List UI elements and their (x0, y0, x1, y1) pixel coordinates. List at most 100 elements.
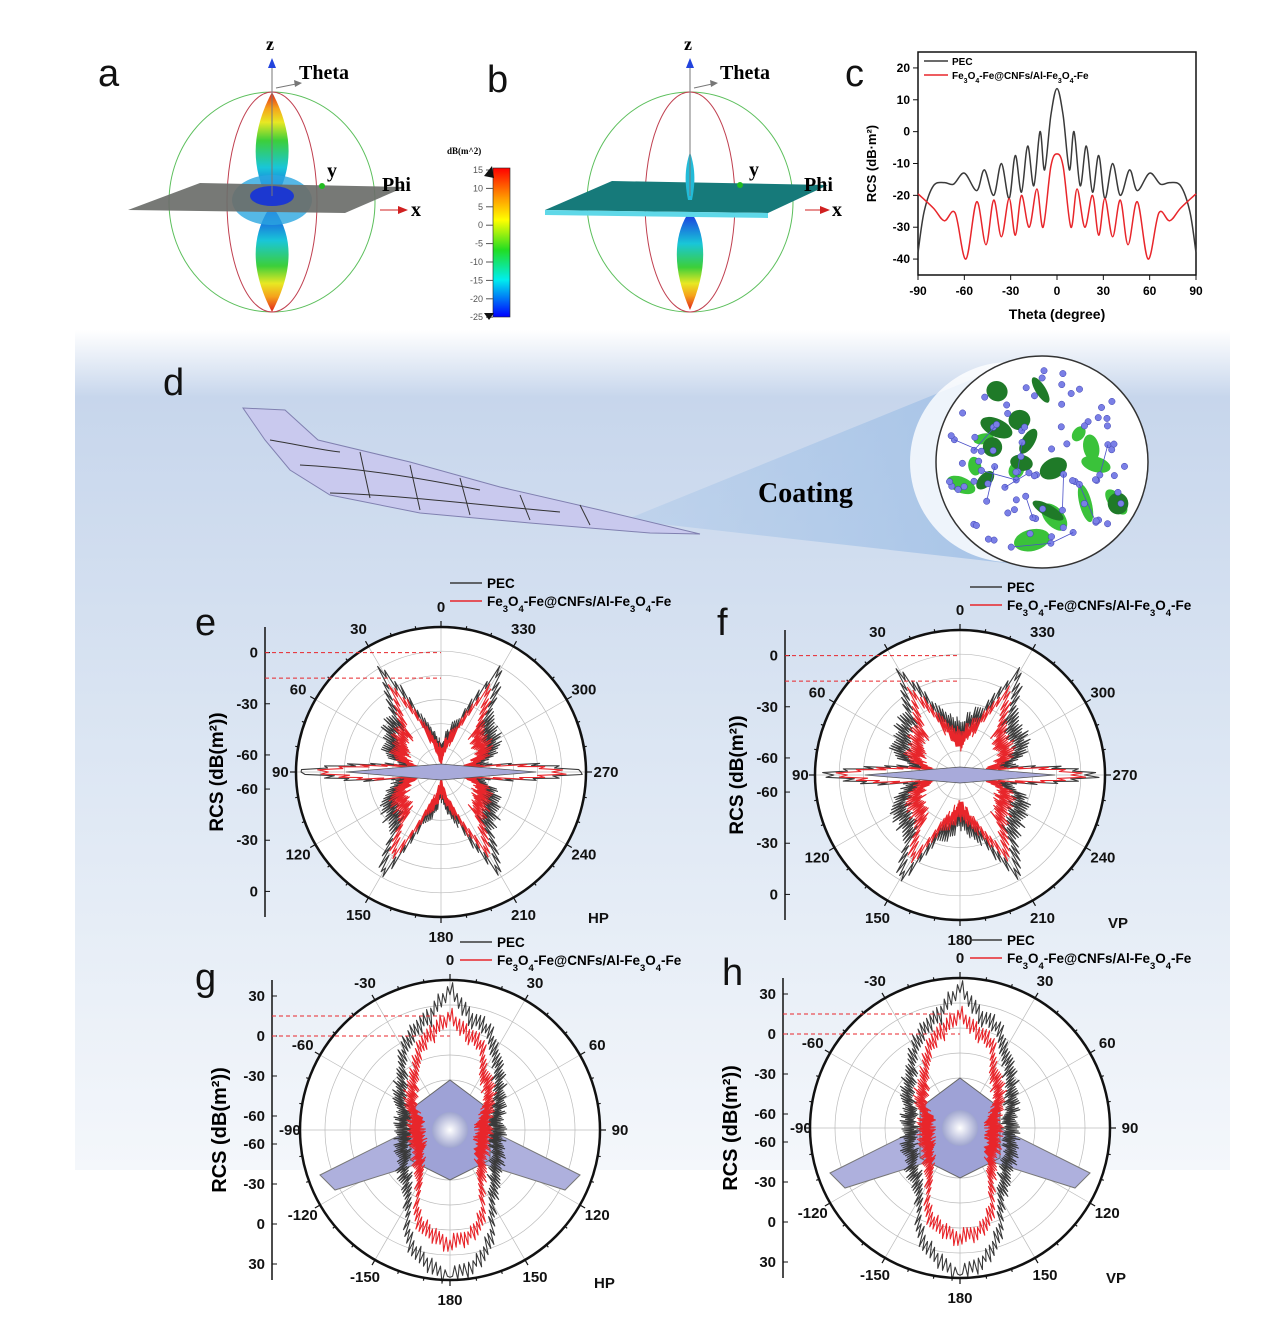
x-arrow-icon (820, 206, 830, 214)
nanoparticle (1096, 471, 1104, 479)
nanoparticle (971, 433, 979, 441)
colorbar-tick-label: 10 (473, 183, 483, 193)
radial-tick-label: 0 (250, 883, 258, 900)
angle-tick (579, 1204, 586, 1209)
nanoparticle (981, 393, 989, 401)
radial-tick-label: -60 (754, 1106, 776, 1123)
x-label: x (411, 199, 421, 221)
angle-tick (1085, 846, 1092, 852)
angle-tick-label: 120 (1095, 1205, 1120, 1222)
angle-tick (1096, 723, 1100, 726)
nanoparticle (1059, 370, 1067, 378)
nanoparticle (1003, 401, 1011, 409)
angle-tick (908, 911, 911, 915)
angle-tick (1052, 661, 1056, 665)
nanoparticle (1117, 500, 1125, 507)
angle-tick-label: 330 (1030, 624, 1055, 641)
theta-arrow (275, 83, 297, 89)
aircraft-side-profile (864, 766, 1056, 784)
angle-tick (465, 914, 468, 918)
angle-tick (512, 640, 518, 647)
angle-tick (1074, 1223, 1078, 1227)
nanoparticle (990, 536, 998, 544)
theta-arrow (693, 83, 713, 89)
angle-tick-label: 90 (1122, 1120, 1139, 1137)
nanoparticle (1110, 472, 1118, 480)
angle-tick (816, 1178, 820, 1181)
nanoparticle (977, 467, 985, 474)
angle-tick-label: 90 (272, 764, 289, 781)
angle-tick-label: 180 (437, 1292, 462, 1309)
angle-tick (1089, 1049, 1096, 1054)
angle-tick (545, 1012, 549, 1016)
y-tick-label: -20 (893, 188, 911, 202)
radial-axis-label: RCS (dB(m²)) (209, 1067, 231, 1193)
radial-tick-label: 30 (759, 986, 776, 1003)
nanoparticle (984, 535, 992, 543)
angle-tick-label: -90 (790, 1120, 812, 1137)
angle-tick (566, 843, 573, 849)
angle-tick (1070, 679, 1074, 683)
nanoparticle (1048, 533, 1055, 541)
nanoparticle (1092, 517, 1100, 525)
angle-tick (933, 629, 936, 633)
angle-tick (465, 626, 468, 630)
angle-tick (814, 799, 818, 802)
angle-tick (314, 1204, 321, 1209)
theta-label: Theta (720, 62, 770, 84)
polar-grid-spoke (368, 771, 442, 898)
angle-tick (883, 900, 889, 907)
legend-label: PEC (1007, 933, 1035, 948)
angle-tick (828, 846, 835, 852)
panel-a: a z Theta y Phi x (98, 34, 421, 313)
angle-tick-label: 120 (805, 850, 830, 867)
angle-tick-label: 270 (593, 764, 618, 781)
polar-grid-spoke (834, 774, 961, 848)
angle-tick (820, 824, 824, 827)
angle-tick (577, 720, 581, 723)
angle-tick-label: 90 (612, 1122, 629, 1139)
angle-tick-label: 0 (446, 952, 454, 969)
radial-tick-label: -60 (243, 1108, 265, 1125)
radial-axis-label: RCS (dB(m²)) (720, 1065, 742, 1191)
angle-tick (332, 1225, 336, 1229)
polar-grid-spoke (887, 774, 961, 901)
panel-letter-g: g (195, 957, 216, 999)
angle-tick (814, 748, 818, 751)
angle-tick (524, 994, 529, 1001)
angle-tick-label: 30 (527, 975, 544, 992)
angle-tick-label: 0 (437, 599, 445, 616)
carbon-nanofiber (986, 466, 996, 502)
aircraft-nose (432, 1112, 468, 1148)
angle-tick (583, 796, 587, 799)
x-tick-label: -60 (956, 284, 974, 298)
angle-tick-label: 150 (346, 907, 371, 924)
nanoparticle (972, 522, 980, 529)
nanoparticle (1040, 367, 1048, 375)
nanoparticle (1121, 462, 1128, 470)
angle-tick (351, 1244, 355, 1248)
panel-letter-h: h (722, 952, 743, 994)
legend-label: Fe3O4-Fe@CNFs/Al-Fe3O4-Fe (487, 594, 672, 615)
nanoparticle (954, 486, 962, 493)
legend-label: PEC (1007, 580, 1035, 595)
angle-tick (332, 1031, 336, 1035)
angle-tick (351, 1012, 355, 1016)
legend-label: Fe3O4-Fe@CNFs/Al-Fe3O4-Fe (952, 71, 1089, 85)
magnetic-flake (1010, 454, 1033, 471)
angle-tick (881, 1257, 886, 1264)
carbon-nanofiber (1062, 474, 1064, 511)
theta-arrow-icon (710, 80, 718, 87)
angle-tick-label: 30 (869, 624, 886, 641)
nanoparticle (975, 457, 983, 465)
angle-tick (475, 1277, 478, 1281)
radial-tick-label: -60 (236, 781, 258, 798)
angle-tick-label: 120 (585, 1207, 610, 1224)
angle-tick (364, 640, 370, 647)
carbon-nanofiber (1025, 496, 1034, 518)
polarization-label: VP (1108, 915, 1128, 932)
legend-label: Fe3O4-Fe@CNFs/Al-Fe3O4-Fe (1007, 951, 1192, 972)
